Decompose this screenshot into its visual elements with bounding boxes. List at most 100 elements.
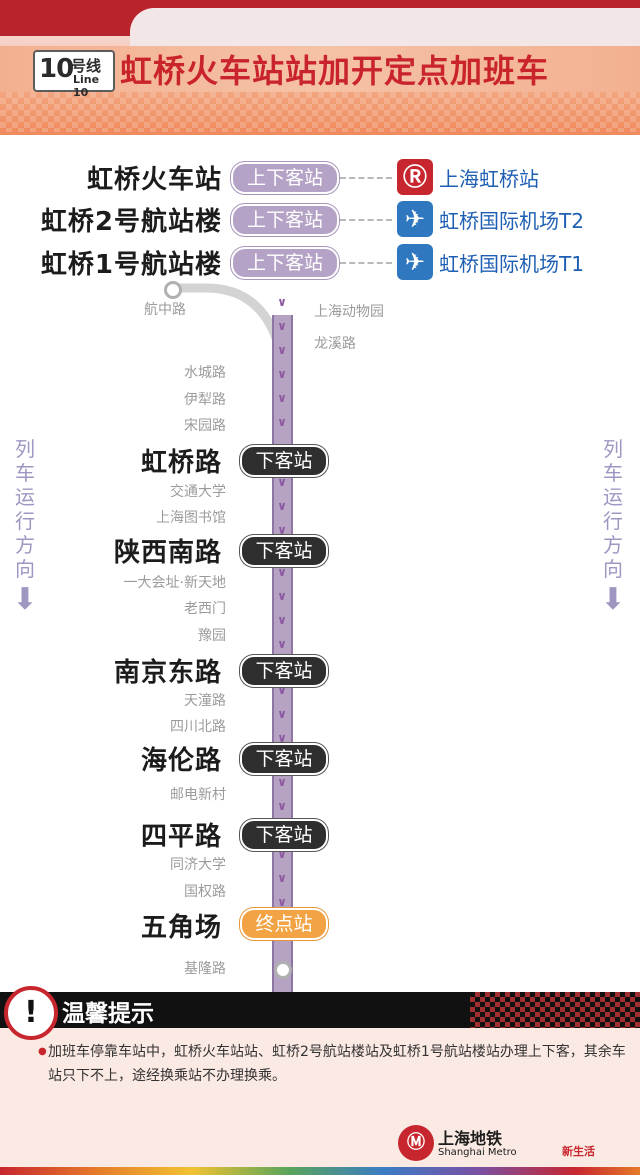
minor-station: 伊犁路 <box>184 392 226 408</box>
route-map: ∨ ∨ ∨ ∨ ∨ ∨ ∨ ∨ ∨ ∨ ∨ ∨ ∨ ∨ ∨ ∨ ∨ ∨ ∨ ∨ ∨ 虹桥火车站 上下客站 Ⓡ 上海虹桥站… <box>0 135 640 1033</box>
page-title: 虹桥火车站站加开定点加班车 <box>120 52 550 90</box>
station-zoo: 上海动物园 <box>314 304 384 320</box>
alight-pill: 下客站 <box>240 819 328 851</box>
chevron-down-icon: ∨ <box>277 895 287 909</box>
notice-panel: ! 温馨提示 ● 加班车停靠车站中，虹桥火车站站、虹桥2号航站楼站及虹桥1号航站… <box>0 986 640 1175</box>
minor-station: 国权路 <box>184 884 226 900</box>
chevron-down-icon: ∨ <box>277 589 287 603</box>
minor-station: 四川北路 <box>170 719 226 735</box>
transfer-dash-2 <box>340 219 392 221</box>
station-sipinglu: 四平路 <box>140 822 222 852</box>
minor-station: 一大会址·新天地 <box>123 575 226 591</box>
down-arrow-icon: ⬇ <box>600 582 626 617</box>
footer-brand: 上海地铁 <box>438 1129 503 1148</box>
chevron-down-icon: ∨ <box>277 367 287 381</box>
direction-char: 行 <box>15 509 35 533</box>
station-hongqiao-t1: 虹桥1号航站楼 <box>40 250 222 280</box>
station-hongqiao-railway: 虹桥火车站 <box>86 165 222 195</box>
exclamation-icon: ! <box>4 986 58 1040</box>
footer-color-bar <box>0 1167 640 1175</box>
minor-station: 上海图书馆 <box>156 510 226 526</box>
footer-slogan: 新生活 <box>562 1145 595 1158</box>
direction-label-right: 列车运行方向 <box>596 437 630 581</box>
station-hailunlu: 海伦路 <box>140 746 222 776</box>
minor-station: 邮电新村 <box>170 787 226 803</box>
chevron-down-icon: ∨ <box>277 295 287 309</box>
bullet-icon: ● <box>38 1046 47 1057</box>
footer-brand-en: Shanghai Metro <box>438 1147 517 1158</box>
direction-char: 方 <box>603 533 623 557</box>
notice-header-bar <box>0 992 640 1028</box>
header-checker-pattern <box>0 92 640 132</box>
chevron-down-icon: ∨ <box>277 475 287 489</box>
chevron-down-icon: ∨ <box>277 415 287 429</box>
direction-char: 方 <box>15 533 35 557</box>
chevron-down-icon: ∨ <box>277 637 287 651</box>
minor-station: 老西门 <box>184 601 226 617</box>
transfer-hongqiao-station: 上海虹桥站 <box>439 167 539 191</box>
minor-station: 水城路 <box>184 365 226 381</box>
direction-char: 向 <box>603 557 623 581</box>
notice-text: ● 加班车停靠车站中，虹桥火车站站、虹桥2号航站楼站及虹桥1号航站楼站办理上下客… <box>38 1040 634 1088</box>
minor-station: 交通大学 <box>170 484 226 500</box>
station-nanjingdonglu: 南京东路 <box>113 658 222 688</box>
airplane-icon: ✈ <box>397 201 433 237</box>
line-en: Line 10 <box>73 73 100 99</box>
chevron-down-icon: ∨ <box>277 391 287 405</box>
minor-station: 同济大学 <box>170 857 226 873</box>
station-hangzhonglu: 航中路 <box>144 302 186 318</box>
transfer-dash-1 <box>340 177 392 179</box>
chevron-down-icon: ∨ <box>277 683 287 697</box>
minor-station: 豫园 <box>198 628 226 644</box>
line-number: 10 <box>39 54 74 84</box>
chevron-down-icon: ∨ <box>277 565 287 579</box>
chevron-down-icon: ∨ <box>277 343 287 357</box>
header-red-strip <box>0 0 640 48</box>
transfer-airport-t2: 虹桥国际机场T2 <box>439 209 584 233</box>
chevron-down-icon: ∨ <box>277 613 287 627</box>
direction-char: 运 <box>15 485 35 509</box>
alight-pill: 下客站 <box>240 743 328 775</box>
chevron-down-icon: ∨ <box>277 871 287 885</box>
notice-body: 加班车停靠车站中，虹桥火车站站、虹桥2号航站楼站及虹桥1号航站楼站办理上下客，其… <box>48 1044 626 1084</box>
board-pill-3: 上下客站 <box>231 247 339 279</box>
station-wujiaochang: 五角场 <box>140 913 222 943</box>
station-hongqiaolu: 虹桥路 <box>140 448 222 478</box>
station-longxilu: 龙溪路 <box>314 336 356 352</box>
chevron-down-icon: ∨ <box>277 319 287 333</box>
board-pill-1: 上下客站 <box>231 162 339 194</box>
chevron-down-icon: ∨ <box>277 775 287 789</box>
alight-pill: 下客站 <box>240 655 328 687</box>
airplane-icon: ✈ <box>397 244 433 280</box>
station-hongqiao-t2: 虹桥2号航站楼 <box>40 207 222 237</box>
direction-label-left: 列车运行方向 <box>8 437 42 581</box>
terminal-pill: 终点站 <box>240 908 328 940</box>
notice-checker-pattern <box>470 992 640 1028</box>
station-shaanxinanlu: 陕西南路 <box>113 538 222 568</box>
minor-station: 宋园路 <box>184 418 226 434</box>
chevron-down-icon: ∨ <box>277 731 287 745</box>
chevron-down-icon: ∨ <box>277 499 287 513</box>
metro-logo-icon: Ⓜ <box>398 1125 434 1161</box>
direction-char: 车 <box>15 461 35 485</box>
direction-char: 运 <box>603 485 623 509</box>
minor-station: 天潼路 <box>184 693 226 709</box>
alight-pill: 下客站 <box>240 445 328 477</box>
transfer-dash-3 <box>340 262 392 264</box>
chevron-down-icon: ∨ <box>277 523 287 537</box>
railway-station-icon: Ⓡ <box>397 159 433 195</box>
direction-char: 列 <box>15 437 35 461</box>
chevron-down-icon: ∨ <box>277 707 287 721</box>
header-banner: 10 号线 Line 10 虹桥火车站站加开定点加班车 <box>0 0 640 135</box>
board-pill-2: 上下客站 <box>231 204 339 236</box>
alight-pill: 下客站 <box>240 535 328 567</box>
line-hanzi: 号线 <box>71 57 102 75</box>
direction-char: 行 <box>603 509 623 533</box>
down-arrow-icon: ⬇ <box>12 582 38 617</box>
direction-char: 车 <box>603 461 623 485</box>
chevron-down-icon: ∨ <box>277 847 287 861</box>
direction-char: 向 <box>15 557 35 581</box>
line-badge: 10 号线 Line 10 <box>33 50 115 99</box>
chevron-down-icon: ∨ <box>277 799 287 813</box>
branch-endpoint <box>164 281 182 299</box>
